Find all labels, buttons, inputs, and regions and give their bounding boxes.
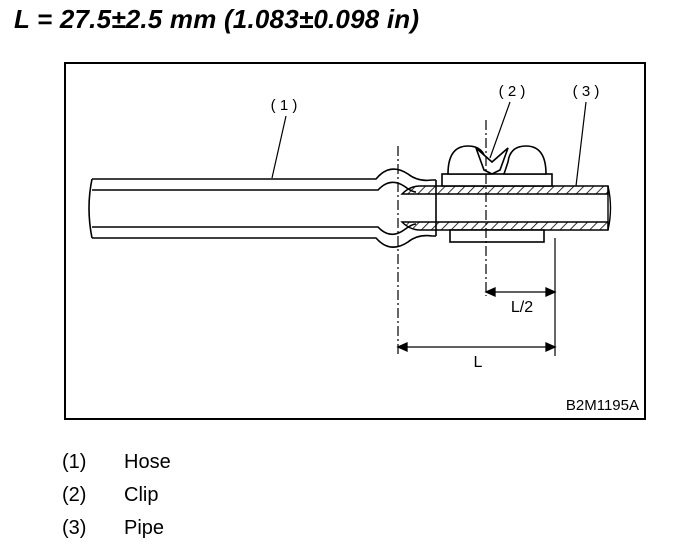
length-dimension: [396, 341, 557, 353]
legend-label: Pipe: [124, 517, 165, 539]
parts-legend: (1) Hose (2) Clip (3) Pipe: [62, 446, 171, 545]
clip: [441, 145, 553, 243]
hose: [88, 168, 437, 248]
legend-number: (2): [62, 484, 87, 506]
callout-hose: ( 1 ): [271, 97, 298, 114]
legend-label: Clip: [124, 484, 159, 506]
leader-clip: [489, 101, 511, 159]
callout-pipe: ( 3 ): [573, 83, 600, 100]
legend-number: (3): [62, 517, 87, 539]
half-length-label: L/2: [511, 299, 533, 316]
legend-item-hose: (1) Hose: [62, 446, 171, 479]
legend-item-clip: (2) Clip: [62, 479, 171, 512]
hose-clip-diagram: L/2 L ( 1 ) ( 2 ) ( 3 ) B2M1195A: [64, 62, 646, 420]
spec-title: L = 27.5±2.5 mm (1.083±0.098 in): [14, 4, 420, 34]
legend-number: (1): [62, 451, 87, 473]
figure-code: B2M1195A: [566, 397, 639, 414]
figure-frame: [64, 62, 646, 420]
callout-clip: ( 2 ): [499, 83, 526, 100]
half-length-dimension: [484, 286, 557, 298]
legend-item-pipe: (3) Pipe: [62, 512, 171, 545]
leader-pipe: [575, 101, 587, 187]
pipe: [400, 185, 612, 231]
leader-hose: [271, 115, 287, 179]
legend-label: Hose: [124, 451, 171, 473]
length-label: L: [474, 354, 483, 371]
